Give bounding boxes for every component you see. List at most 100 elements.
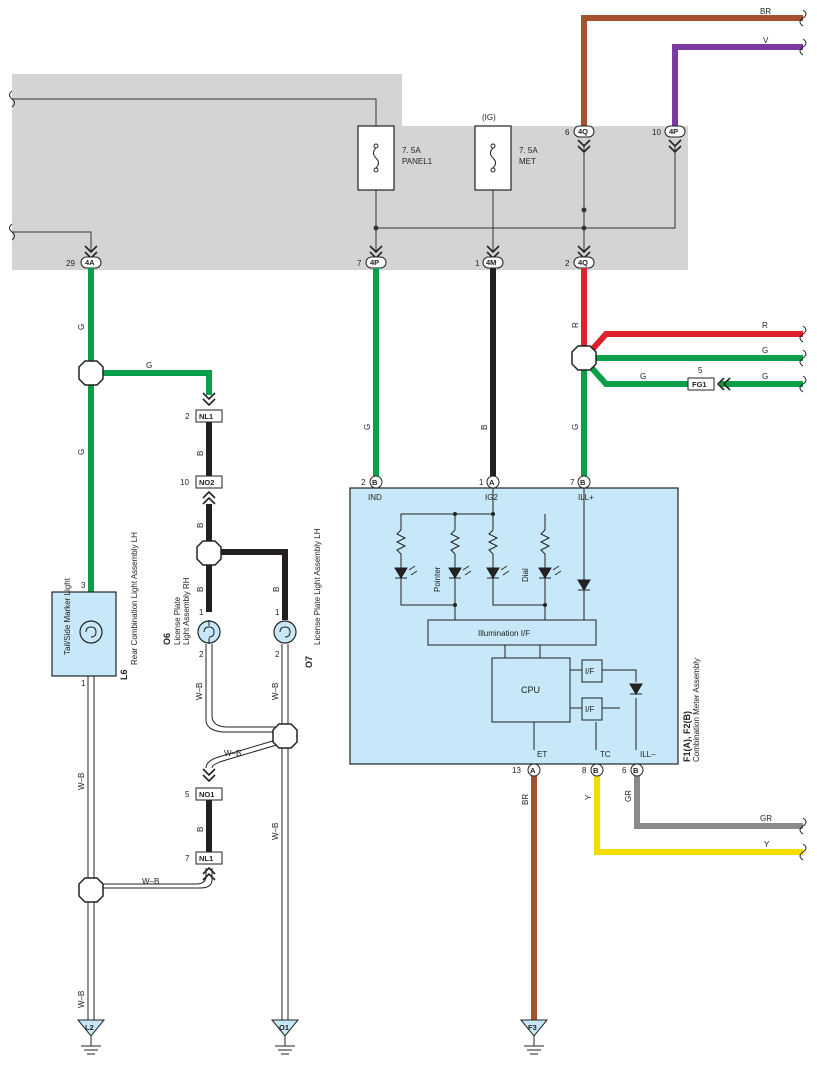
lamp-l6	[51, 591, 117, 677]
junction-right	[571, 345, 597, 371]
meter-pin-illminus: B	[630, 763, 644, 777]
meter-pin-ig2-name: IG2	[485, 493, 498, 502]
lamp-o6-id: O6	[162, 633, 172, 645]
svg-text:NL1: NL1	[199, 854, 213, 863]
svg-text:NO1: NO1	[199, 790, 214, 799]
pin-o7-bot: 2	[275, 650, 280, 659]
connector-no2: NO2	[195, 475, 223, 505]
wire-label-gr2: GR	[760, 814, 772, 823]
pin-4p-top: 10	[652, 128, 661, 137]
svg-text:NO2: NO2	[199, 478, 214, 487]
wire-label-wb6: W–B	[142, 877, 159, 886]
junction-block-panel	[12, 74, 688, 270]
wire-label-b3: B	[196, 587, 205, 592]
meter-pin-ig2: A	[486, 475, 500, 489]
fuse-met	[474, 125, 512, 191]
wire-label-wb4: W–B	[224, 749, 241, 758]
wire-label-g-illplus: G	[571, 424, 580, 430]
svg-text:B: B	[372, 478, 378, 487]
wire-label-b5: B	[196, 827, 205, 832]
pin-l6-top: 3	[81, 581, 86, 590]
fuse-met-rating: 7. 5A	[519, 146, 538, 155]
pin-4q: 2	[565, 259, 570, 268]
lamp-o6	[197, 620, 221, 644]
lamp-l6-bulb: Tail/Side Marker Light	[63, 577, 72, 655]
meter-pointer-label: Pointer	[433, 566, 442, 592]
wire-label-gr1: GR	[624, 790, 633, 802]
meter-pin-illplus-num: 7	[570, 478, 575, 487]
cpu-box	[491, 657, 571, 723]
wire-label-b1: B	[196, 451, 205, 456]
connector-nl1-top: NL1	[195, 392, 223, 423]
pin-no2: 10	[180, 478, 189, 487]
wire-label-g3: G	[77, 449, 86, 455]
meter-pin-ind-name: IND	[368, 493, 382, 502]
svg-text:4A: 4A	[85, 258, 95, 267]
meter-pin-et: A	[527, 763, 541, 777]
meter-id: F1(A), F2(B)	[682, 711, 692, 762]
wire-g-right2	[587, 364, 690, 387]
svg-text:A: A	[530, 766, 536, 775]
wire-g-to-nl1	[91, 370, 212, 395]
wire-label-v-top: V	[763, 36, 769, 45]
meter-internal	[395, 488, 637, 750]
led-icon	[394, 567, 643, 695]
wire-gr-illminus	[634, 776, 803, 829]
wire-v-top	[672, 44, 803, 126]
pin-nl1-top: 2	[185, 412, 190, 421]
lamp-o6-title2: Light Assembly RH	[182, 577, 191, 645]
meter-pin-illplus-name: ILL+	[578, 493, 594, 502]
connector-no1: NO1	[195, 768, 223, 801]
lamp-l6-id: L6	[119, 669, 129, 680]
wire-label-br-et: BR	[521, 794, 530, 805]
break-mark	[799, 349, 807, 367]
fuse-panel1	[357, 125, 395, 191]
svg-text:O1: O1	[279, 1023, 289, 1032]
connector-fg1: FG1	[687, 377, 731, 391]
meter-pin-ind-num: 2	[361, 478, 366, 487]
wire-r-right	[587, 331, 803, 354]
illumination-if-label: Illumination I/F	[478, 629, 530, 638]
svg-text:B: B	[580, 478, 586, 487]
fuse-met-name: MET	[519, 157, 536, 166]
pin-l6-bot: 1	[81, 679, 86, 688]
if-label-2: I/F	[585, 705, 594, 714]
wire-br-top	[581, 15, 803, 126]
illumination-if-box	[427, 619, 597, 646]
meter-pin-illminus-num: 6	[622, 766, 627, 775]
cpu-label: CPU	[521, 685, 540, 695]
svg-text:4Q: 4Q	[578, 127, 588, 136]
junction-o6-o7	[196, 540, 222, 566]
wire-label-wb7: W–B	[77, 991, 86, 1008]
connector-4q: 4Q	[573, 245, 595, 269]
lamp-o7-id: O7	[304, 656, 314, 668]
wire-label-b4: B	[272, 587, 281, 592]
if-label-1: I/F	[585, 667, 594, 676]
meter-pin-et-num: 13	[512, 766, 521, 775]
svg-text:B: B	[633, 766, 639, 775]
connector-4m: 4M	[482, 245, 504, 269]
lamp-l6-title: Rear Combination Light Assembly LH	[130, 532, 139, 665]
wire-label-br-top: BR	[760, 7, 771, 16]
wire-label-g-right3: G	[762, 372, 768, 381]
meter-pin-illminus-name: ILL–	[640, 750, 656, 759]
ground-o1: O1	[270, 1019, 300, 1055]
wire-label-b-ig2: B	[480, 425, 489, 430]
wire-label-g-right1: G	[762, 346, 768, 355]
if-box-1	[581, 659, 603, 683]
pin-4a: 29	[66, 259, 75, 268]
ground-f3: F3	[519, 1019, 549, 1055]
wire-label-g-ind: G	[363, 424, 372, 430]
connector-nl1-bottom: NL1	[195, 851, 223, 881]
meter-pin-ig2-num: 1	[479, 478, 484, 487]
meter-dial-label: Dial	[521, 568, 530, 582]
pin-no1: 5	[185, 790, 190, 799]
svg-text:4P: 4P	[669, 127, 678, 136]
connector-4p-top: 4P	[664, 125, 686, 154]
break-mark	[799, 375, 807, 393]
wire-label-wb5: W–B	[271, 823, 280, 840]
junction-wb-right	[272, 723, 298, 749]
meter-pin-tc-name: TC	[600, 750, 611, 759]
svg-text:L2: L2	[85, 1023, 94, 1032]
